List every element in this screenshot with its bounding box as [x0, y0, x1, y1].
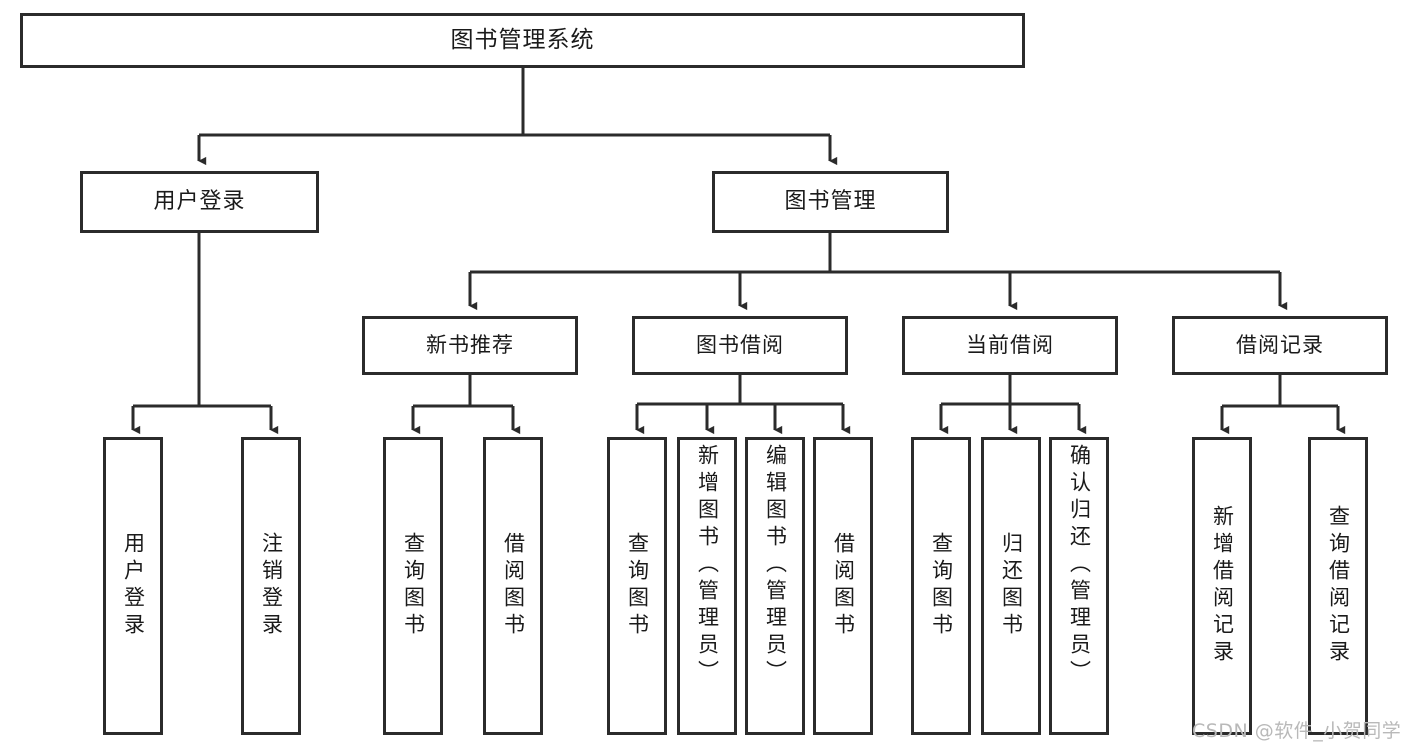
node-current-borrow[interactable]: 当前借阅 [902, 316, 1118, 375]
node-label: 借阅图书 [831, 532, 856, 640]
node-label: 用户登录 [121, 532, 146, 640]
node-label: 归还图书 [999, 532, 1024, 640]
leaf-user-login-signin[interactable]: 用户登录 [103, 437, 163, 735]
leaf-borrow-add-book-admin[interactable]: 新增图书（管理员） [677, 437, 737, 735]
leaf-borrow-edit-book-admin[interactable]: 编辑图书（管理员） [745, 437, 805, 735]
node-label: 新增借阅记录 [1210, 505, 1235, 667]
leaf-record-add-record[interactable]: 新增借阅记录 [1192, 437, 1252, 735]
node-book-borrow[interactable]: 图书借阅 [632, 316, 848, 375]
leaf-newbook-borrow-book[interactable]: 借阅图书 [483, 437, 543, 735]
node-label: 图书管理 [784, 189, 877, 215]
leaf-borrow-query-book[interactable]: 查询图书 [607, 437, 667, 735]
node-label: 借阅记录 [1236, 333, 1324, 358]
leaf-current-query-book[interactable]: 查询图书 [911, 437, 971, 735]
node-label: 查询图书 [625, 532, 650, 640]
node-label: 新书推荐 [426, 333, 514, 358]
leaf-user-login-signout[interactable]: 注销登录 [241, 437, 301, 735]
leaf-current-confirm-return-admin[interactable]: 确认归还（管理员） [1049, 437, 1109, 735]
node-label: 用户登录 [153, 189, 246, 215]
node-label: 查询图书 [401, 532, 426, 640]
node-borrow-record[interactable]: 借阅记录 [1172, 316, 1388, 375]
node-label: 当前借阅 [966, 333, 1054, 358]
node-label: 新增图书（管理员） [695, 444, 720, 687]
node-label: 借阅图书 [501, 532, 526, 640]
leaf-record-query-record[interactable]: 查询借阅记录 [1308, 437, 1368, 735]
node-label: 注销登录 [259, 532, 284, 640]
node-label: 图书管理系统 [450, 27, 595, 54]
node-new-book-recommend[interactable]: 新书推荐 [362, 316, 578, 375]
csdn-watermark: CSDN @软件_小贺同学 [1192, 720, 1402, 742]
node-label: 查询图书 [929, 532, 954, 640]
leaf-current-return-book[interactable]: 归还图书 [981, 437, 1041, 735]
leaf-newbook-query-book[interactable]: 查询图书 [383, 437, 443, 735]
node-user-login[interactable]: 用户登录 [80, 171, 319, 233]
leaf-borrow-borrow-book[interactable]: 借阅图书 [813, 437, 873, 735]
node-root-system[interactable]: 图书管理系统 [20, 13, 1025, 68]
node-label: 确认归还（管理员） [1067, 444, 1092, 687]
node-label: 查询借阅记录 [1326, 505, 1351, 667]
node-label: 图书借阅 [696, 333, 784, 358]
node-label: 编辑图书（管理员） [763, 444, 788, 687]
node-book-management[interactable]: 图书管理 [712, 171, 949, 233]
